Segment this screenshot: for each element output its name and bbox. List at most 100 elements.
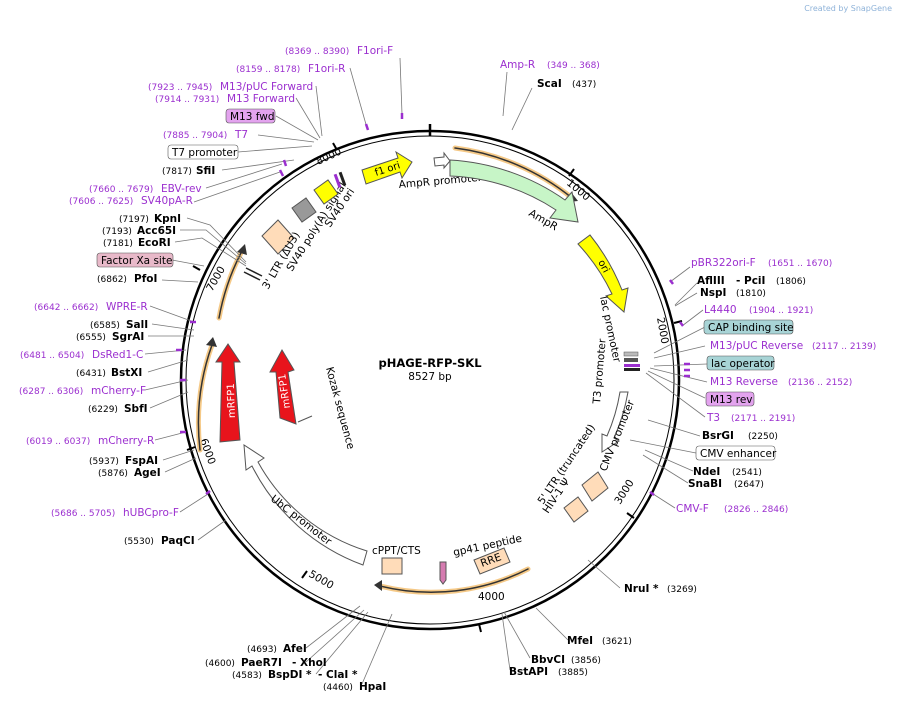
coords-m13puc-fwd: (7923 .. 7945) [148,83,212,93]
label-clai: - ClaI * [318,669,358,681]
watermark: Created by SnapGene [804,4,892,13]
feature-mrfp1-inner[interactable]: mRFP1 [269,348,297,425]
label-ecori: EcoRI [138,237,171,249]
label-m13-reverse: M13 Reverse [710,376,778,388]
label-cap-binding: CAP binding site [708,322,794,334]
label-dsred1-c: DsRed1-C [92,349,143,361]
mrfp1-b-label: mRFP1 [277,373,293,409]
coords-f1ori-r: (8159 .. 8178) [236,65,300,75]
label-t3: T3 [706,412,720,424]
coords-m13-reverse: (2136 .. 2152) [788,378,852,388]
right-labels: Amp-R (349 .. 368) ScaI (437) pBR322ori-… [500,59,876,678]
coords-bstapi: (3885) [558,668,588,678]
plasmid-size: 8527 bp [408,371,452,383]
badge-factor-xa-bg [96,252,174,268]
label-t7: T7 [234,129,248,141]
coords-ebv-rev: (7660 .. 7679) [89,185,153,195]
label-nspi: NspI [700,287,726,299]
label-bspdi: BspDI * [268,669,312,681]
badge-lac-operator-bg [706,355,775,371]
label-bstxi: BstXI [111,367,142,379]
coords-m13-forward: (7914 .. 7931) [155,95,219,105]
feature-cppt[interactable]: cPPT/CTS [372,545,421,575]
feature-ori[interactable]: ori [577,234,629,313]
coords-bbvci: (3856) [571,656,601,666]
coords-sfii: (7817) [162,167,192,177]
coords-mcherry-r: (6019 .. 6037) [26,437,90,447]
coords-mcherry-f: (6287 .. 6306) [19,387,83,397]
feature-rre[interactable]: RRE [473,547,511,575]
label-l4440: L4440 [704,304,737,316]
label-hpai: HpaI [359,681,386,693]
badge-cmv-enhancer-bg [695,445,776,461]
feature-5ltr[interactable]: 5' LTR (truncated) [536,422,609,507]
coords-sv40pa-r: (7606 .. 7625) [69,197,133,207]
label-paqci: PaqCI [161,535,195,547]
coords-f1ori-f: (8369 .. 8390) [285,47,349,57]
label-kpni: KpnI [154,213,181,225]
feature-small-marks [243,171,347,281]
coords-hubcpro-f: (5686 .. 5705) [51,509,115,519]
label-pcii: - PciI [736,275,765,287]
primer-marks [176,113,690,496]
label-mcherry-r: mCherry-R [98,435,154,447]
label-lac-operator: lac operator [711,358,775,370]
coords-kpni: (7197) [119,215,149,225]
label-sfii: SfiI [196,165,215,177]
coords-pfoi: (6862) [97,275,127,285]
coords-wpre-r: (6642 .. 6662) [34,303,98,313]
label-xhoi: - XhoI [292,657,327,669]
coords-t7: (7885 .. 7904) [163,131,227,141]
coords-nrui: (3269) [667,585,697,595]
label-sbfi: SbfI [124,403,148,415]
label-acc65i: Acc65I [137,225,176,237]
label-ebv-rev: EBV-rev [161,183,202,195]
feature-cmv-promoter[interactable]: CMV promoter [598,391,638,473]
coords-l4440: (1904 .. 1921) [749,306,813,316]
label-bsrgi: BsrGI [702,430,734,442]
coords-mfei: (3621) [602,637,632,647]
feature-ampr[interactable]: AmpR [449,159,579,233]
coords-t3: (2171 .. 2191) [731,414,795,424]
label-f1ori-f: F1ori-F [357,45,393,57]
label-scai: ScaI [537,78,562,90]
label-m13puc-fwd: M13/pUC Forward [220,81,313,93]
coords-ecori: (7181) [103,239,133,249]
coords-cmv-f: (2826 .. 2846) [724,505,788,515]
label-m13-fwd: M13 fwd [230,111,275,123]
ori-label: ori [595,258,611,275]
label-mcherry-f: mCherry-F [91,385,146,397]
coords-bspdi: (4583) [232,671,262,681]
label-bstapi: BstAPI [509,666,548,678]
coords-scai: (437) [572,80,596,90]
feature-ubc-promoter[interactable]: UbC promoter [243,444,368,566]
coords-nspi: (1810) [736,289,766,299]
tick-2000: 2000 [654,316,670,344]
tick-8000: 8000 [314,146,343,168]
label-afliii: AflIII [697,275,725,287]
t3-promoter-label: T3 promoter [591,338,609,406]
kozak-label: Kozak sequence [323,366,357,451]
label-snabi: SnaBI [688,478,722,490]
orf-arcs [195,145,578,595]
feature-kozak: Kozak sequence [297,366,357,451]
coords-paer7i: (4600) [205,659,235,669]
coords-dsred1-c: (6481 .. 6504) [20,351,84,361]
coords-bstxi: (6431) [76,369,106,379]
coords-m13puc-rev: (2117 .. 2139) [812,342,876,352]
label-nrui: NruI * [624,583,659,595]
coords-sbfi: (6229) [88,405,118,415]
label-fspai: FspAI [125,455,158,467]
feature-f1ori[interactable]: f1 ori [361,150,413,185]
coords-hpai: (4460) [323,683,353,693]
plasmid-name: pHAGE-RFP-SKL [378,356,482,370]
label-mfei: MfeI [567,635,593,647]
label-cmv-enhancer: CMV enhancer [700,448,777,460]
tick-5000: 5000 [307,568,336,592]
feature-mrfp1-outer[interactable]: mRFP1 [215,343,241,443]
label-wpre-r: WPRE-R [106,301,148,313]
mrfp1-a-label: mRFP1 [226,383,238,418]
coords-acc65i: (7193) [102,227,132,237]
coords-paqci: (5530) [124,537,154,547]
